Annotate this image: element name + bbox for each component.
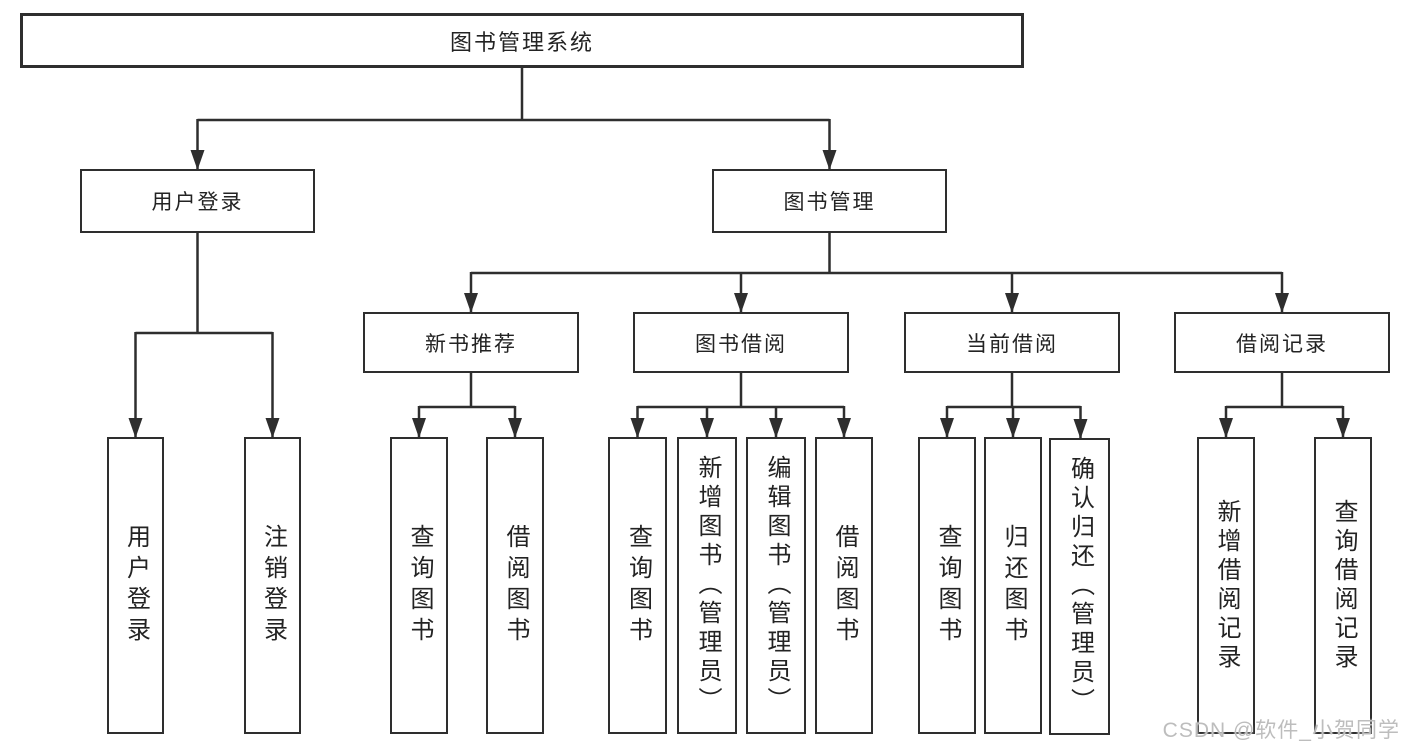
node-borrow-records: 借阅记录 bbox=[1174, 312, 1390, 373]
leaf-nb-borrow-books-label: 借阅图书 bbox=[502, 523, 529, 648]
leaf-logout: 注销登录 bbox=[244, 437, 301, 734]
node-new-book-recommend-label: 新书推荐 bbox=[425, 332, 517, 356]
node-book-borrow: 图书借阅 bbox=[633, 312, 849, 373]
node-book-management-label: 图书管理 bbox=[783, 191, 876, 214]
connector-root bbox=[197, 68, 830, 122]
leaf-bb-query-books-label: 查询图书 bbox=[624, 523, 652, 648]
leaf-cb-query-books-label: 查询图书 bbox=[934, 523, 961, 648]
watermark: CSDN @软件_小贺同学 bbox=[1162, 719, 1400, 742]
leaf-cb-confirm-return-admin: 确认归还（管理员） bbox=[1049, 438, 1110, 735]
connector-book-borrow bbox=[637, 373, 844, 409]
leaf-bb-edit-books-admin: 编辑图书（管理员） bbox=[746, 437, 806, 734]
node-book-borrow-label: 图书借阅 bbox=[695, 332, 787, 356]
leaf-br-add-record-label: 新增借阅记录 bbox=[1213, 498, 1240, 673]
connector-new-book-recommend bbox=[419, 373, 515, 409]
node-current-borrow-label: 当前借阅 bbox=[966, 332, 1058, 356]
leaf-nb-query-books-label: 查询图书 bbox=[406, 523, 433, 648]
node-new-book-recommend: 新书推荐 bbox=[363, 312, 579, 373]
leaf-cb-query-books: 查询图书 bbox=[918, 437, 976, 734]
leaf-nb-borrow-books: 借阅图书 bbox=[486, 437, 544, 734]
leaf-br-query-record-label: 查询借阅记录 bbox=[1330, 498, 1357, 673]
node-user-login-label: 用户登录 bbox=[151, 191, 244, 214]
leaf-cb-return-books-label: 归还图书 bbox=[1000, 523, 1027, 648]
node-user-login: 用户登录 bbox=[80, 169, 315, 233]
connector-user-login bbox=[135, 233, 273, 335]
leaf-bb-borrow-books-label: 借阅图书 bbox=[831, 523, 858, 648]
node-borrow-records-label: 借阅记录 bbox=[1236, 332, 1328, 356]
connector-current-borrow bbox=[947, 373, 1081, 409]
leaf-cb-confirm-return-admin-label: 确认归还（管理员） bbox=[1066, 456, 1094, 717]
leaf-nb-query-books: 查询图书 bbox=[390, 437, 448, 734]
leaf-br-add-record: 新增借阅记录 bbox=[1197, 437, 1255, 734]
node-current-borrow: 当前借阅 bbox=[904, 312, 1120, 373]
connector-book-management bbox=[471, 233, 1282, 275]
leaf-bb-query-books: 查询图书 bbox=[608, 437, 667, 734]
node-root: 图书管理系统 bbox=[20, 13, 1024, 68]
leaf-cb-return-books: 归还图书 bbox=[984, 437, 1042, 734]
leaf-br-query-record: 查询借阅记录 bbox=[1314, 437, 1372, 734]
leaf-logout-label: 注销登录 bbox=[259, 523, 287, 648]
leaf-bb-borrow-books: 借阅图书 bbox=[815, 437, 873, 734]
connector-borrow-records bbox=[1226, 373, 1343, 409]
node-root-label: 图书管理系统 bbox=[449, 29, 594, 55]
leaf-bb-add-books-admin: 新增图书（管理员） bbox=[677, 437, 737, 734]
leaf-bb-edit-books-admin-label: 编辑图书（管理员） bbox=[763, 455, 790, 716]
node-book-management: 图书管理 bbox=[712, 169, 947, 233]
leaf-user-login-label: 用户登录 bbox=[122, 523, 150, 648]
leaf-user-login: 用户登录 bbox=[107, 437, 164, 734]
leaf-bb-add-books-admin-label: 新增图书（管理员） bbox=[694, 455, 721, 716]
